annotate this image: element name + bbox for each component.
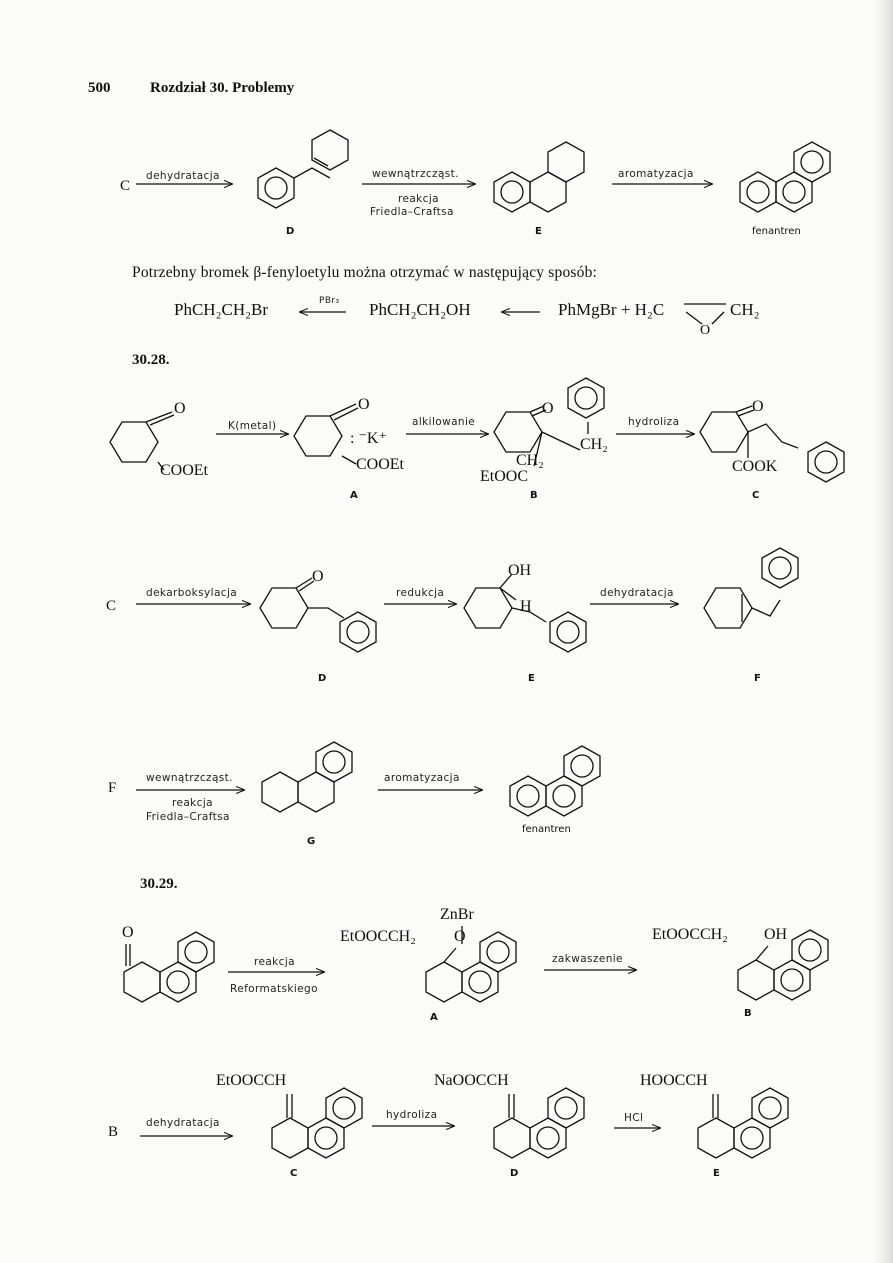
molecule-a-zinc-alkoxide xyxy=(425,926,517,1003)
group-cooet: COOEt xyxy=(160,462,208,479)
atom-o: O xyxy=(752,398,764,415)
molecule-ketone-start xyxy=(123,931,215,1003)
group-ch2: CH₂ xyxy=(580,436,608,453)
arrow-label-reaction: reakcja xyxy=(398,193,439,205)
molecule-b-alkylated xyxy=(493,377,605,467)
molecule-g-hexahydrophenanthrene xyxy=(261,741,353,813)
molecule-e-alcohol xyxy=(463,573,587,653)
atom-h: H xyxy=(520,598,532,615)
molecule-f-alkene xyxy=(703,547,799,629)
atom-o: O xyxy=(358,396,370,413)
section-30-29: 30.29. xyxy=(140,876,178,892)
molecule-phenanthrene xyxy=(739,141,831,213)
arrow-label-reduction: redukcja xyxy=(396,587,445,599)
equation-alcohol: PhCH₂CH₂OH xyxy=(369,300,471,319)
scheme1-lead-compound: C xyxy=(120,178,131,194)
arrow-label-dehydration: dehydratacja xyxy=(146,1117,220,1129)
scheme2-lead-compound: C xyxy=(106,598,117,614)
scheme3-lead-compound: F xyxy=(108,780,117,796)
group-oh: OH xyxy=(508,562,532,579)
arrow-label-friedel-crafts: Friedla–Craftsa xyxy=(146,811,230,823)
compound-label-d: D xyxy=(318,673,327,684)
arrow-label-alkylation: alkilowanie xyxy=(412,416,476,428)
atom-o: O xyxy=(174,400,186,417)
section-30-28: 30.28. xyxy=(132,352,170,368)
compound-label-b: B xyxy=(530,490,538,501)
chapter-title: Rozdział 30. Problemy xyxy=(150,80,295,96)
epoxide-ring xyxy=(684,303,726,325)
molecule-e-acid xyxy=(697,1087,789,1159)
scheme4-lead-compound: B xyxy=(108,1124,119,1140)
arrow-label-aromatization: aromatyzacja xyxy=(618,168,694,180)
arrow-label-intramolecular: wewnątrzcząst. xyxy=(146,772,233,784)
compound-label-e: E xyxy=(713,1168,720,1179)
atom-o: O xyxy=(122,924,134,941)
compound-label-f: F xyxy=(754,673,761,684)
molecule-d-sodium-salt xyxy=(493,1087,585,1159)
group-cooet: COOEt xyxy=(356,456,404,473)
compound-label-d: D xyxy=(286,226,295,237)
group-etoocch2: EtOOCCH₂ xyxy=(652,926,728,943)
atom-o: O xyxy=(454,928,466,945)
enolate-k: : ⁻K⁺ xyxy=(350,430,387,447)
arrow-label-reaction: reakcja xyxy=(254,956,295,968)
equation-reagent-pbr3: PBr₃ xyxy=(319,296,340,306)
molecule-e-scheme1 xyxy=(493,141,585,213)
compound-label-phenanthrene: fenantren xyxy=(522,824,571,835)
atom-o: O xyxy=(542,400,554,417)
arrow-label-reaction: reakcja xyxy=(172,797,213,809)
group-etoocch2: EtOOCCH₂ xyxy=(340,928,416,945)
compound-label-c: C xyxy=(290,1168,298,1179)
molecule-keto-ester xyxy=(109,411,175,471)
arrow-label-dehydration: dehydratacja xyxy=(146,170,220,182)
compound-label-a: A xyxy=(350,490,358,501)
group-oh: OH xyxy=(764,926,788,943)
arrow-label-hydrolysis: hydroliza xyxy=(386,1109,438,1121)
equation-grignard: PhMgBr + H₂C xyxy=(558,300,665,319)
arrow-label-hydrolysis: hydroliza xyxy=(628,416,680,428)
compound-label-a: A xyxy=(430,1012,438,1023)
page-number: 500 xyxy=(88,80,111,96)
arrow-label-decarboxylation: dekarboksylacja xyxy=(146,587,238,599)
molecule-c-carboxylate xyxy=(699,405,845,483)
equation-bromide: PhCH₂CH₂Br xyxy=(174,300,269,319)
compound-label-phenanthrene: fenantren xyxy=(752,226,801,237)
molecule-b-hydroxy-ester xyxy=(737,929,829,1001)
group-naoocch: NaOOCCH xyxy=(434,1072,509,1089)
group-znbr: ZnBr xyxy=(440,906,474,923)
molecule-d-ketone xyxy=(259,577,377,653)
molecule-d-scheme1 xyxy=(257,129,349,209)
compound-label-e: E xyxy=(528,673,535,684)
group-cook: COOK xyxy=(732,458,778,475)
molecule-c-unsaturated-ester xyxy=(271,1087,363,1159)
compound-label-e: E xyxy=(535,226,542,237)
arrow-label-friedel-crafts: Friedla–Craftsa xyxy=(370,206,454,218)
group-etooc: EtOOC xyxy=(480,468,528,485)
compound-label-c: C xyxy=(752,490,760,501)
compound-label-d: D xyxy=(510,1168,519,1179)
group-hoocch: HOOCCH xyxy=(640,1072,708,1089)
arrow-label-aromatization: aromatyzacja xyxy=(384,772,460,784)
arrow-label-acidification: zakwaszenie xyxy=(552,953,623,965)
equation-epoxide-o: O xyxy=(700,323,711,338)
compound-label-g: G xyxy=(307,836,316,847)
arrow-label-reformatsky: Reformatskiego xyxy=(230,983,318,995)
arrow-label-dehydration: dehydratacja xyxy=(600,587,674,599)
group-etoocch: EtOOCCH xyxy=(216,1072,287,1089)
arrow-label-hcl: HCl xyxy=(624,1112,644,1124)
atom-o: O xyxy=(312,568,324,585)
arrow-label-intramolecular: wewnątrzcząst. xyxy=(372,168,459,180)
equation-epoxide-ch2: CH₂ xyxy=(730,300,760,319)
compound-label-b: B xyxy=(744,1008,752,1019)
arrow-label-potassium: K(metal) xyxy=(228,420,277,432)
molecule-phenanthrene xyxy=(509,745,601,817)
molecule-a-enolate xyxy=(293,403,359,465)
paragraph: Potrzebny bromek β-fenyloetylu można otr… xyxy=(132,264,598,281)
